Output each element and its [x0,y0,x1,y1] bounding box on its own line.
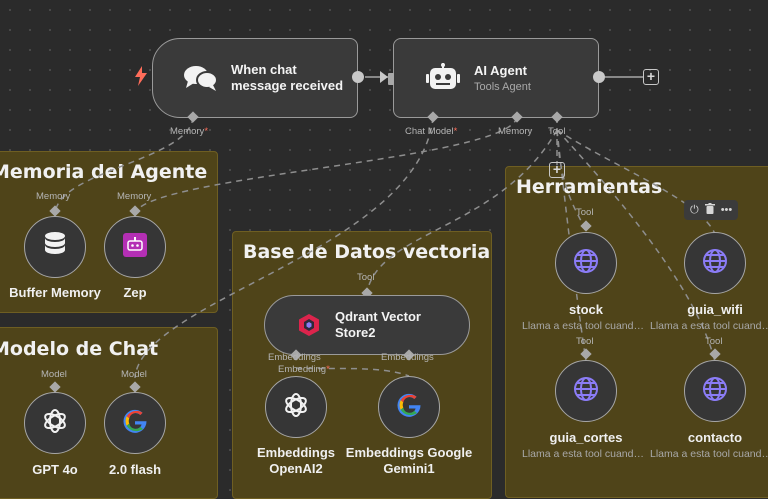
contacto-desc: Llama a esta tool cuand… [650,448,768,460]
embeddings-google-label: Embeddings Google Gemini1 [345,445,473,476]
vector-tool-port-label: Tool [357,272,375,283]
more-icon[interactable]: ••• [720,204,733,216]
embeddings-openai-label: Embeddings OpenAI2 [256,445,335,476]
stock-tool-port-label: Tool [576,207,594,218]
contacto-node[interactable] [684,360,746,422]
qdrant-icon [299,314,319,336]
ai-agent-text: AI Agent Tools Agent [474,63,531,93]
wire-tool-wifi [556,129,716,235]
contacto-label: contacto [687,430,743,445]
stock-label: stock [569,302,603,317]
embeddings-openai-node[interactable] [265,376,327,438]
vector-embedding-label: Embedding* [278,364,330,375]
google-icon [122,408,148,439]
embeddings-google-node[interactable] [378,376,440,438]
ai-agent-title: AI Agent [474,63,527,78]
sticky-base-datos[interactable]: Base de Datos vectorial [232,231,492,499]
trigger-memory-label: Memory* [170,126,209,137]
openai-icon [41,407,69,440]
guia-cortes-node[interactable] [555,360,617,422]
tool-add-button[interactable]: + [549,162,565,178]
agent-tool-label: Tool [548,126,566,137]
agent-input-port[interactable] [388,73,394,85]
cortes-tool-port-label: Tool [576,336,594,347]
globe-icon [702,376,728,407]
globe-icon [702,248,728,279]
ai-agent-subtitle: Tools Agent [474,81,531,93]
gpt4o-node[interactable] [24,392,86,454]
globe-icon [573,376,599,407]
flash-node[interactable] [104,392,166,454]
zep-port-label: Memory [117,191,152,202]
guia-wifi-label: guia_wifi [687,302,743,317]
guia-wifi-node[interactable] [684,232,746,294]
vector-embeddings-right-label: Embeddings [381,352,434,363]
zep-node[interactable] [104,216,166,278]
qdrant-vector-node[interactable]: Qdrant Vector Store2 [264,295,470,355]
sticky-memoria-title: Memoria del Agente [0,161,208,183]
contacto-tool-port-label: Tool [705,336,723,347]
sticky-base-title: Base de Datos vectorial [243,241,492,263]
buffer-memory-label: Buffer Memory [9,285,101,300]
stock-desc: Llama a esta tool cuand… [522,320,644,332]
robot-icon [426,63,460,93]
chat-bubbles-icon [183,63,219,93]
flash-port-label: Model [121,369,147,380]
trigger-node[interactable]: When chat message received [152,38,358,118]
wire-tool-contacto [556,129,716,363]
agent-memory-label: Memory [498,126,533,137]
guia-wifi-desc: Llama a esta tool cuand… [650,320,768,332]
agent-chat-model-label: Chat Model* [405,126,458,137]
power-icon[interactable]: ⏻ [690,203,699,216]
vector-embeddings-label: Embeddings [268,352,321,363]
guia-cortes-desc: Llama a esta tool cuand… [522,448,644,460]
agent-output-port[interactable] [593,71,605,83]
wire-tool-vector [366,129,558,293]
flash-label: 2.0 flash [108,462,162,477]
ai-agent-node[interactable]: AI Agent Tools Agent [393,38,599,118]
qdrant-title: Qdrant Vector Store2 [335,309,421,340]
sticky-herramientas[interactable]: Herramientas [505,166,768,498]
zep-icon [123,232,147,262]
agent-add-node-button[interactable]: + [643,69,659,85]
buffer-memory-node[interactable] [24,216,86,278]
wire-memory-buffer [54,116,194,214]
lightning-icon [134,66,148,91]
openai-icon [282,391,310,424]
database-icon [43,231,67,263]
trash-icon[interactable] [704,203,715,217]
gpt4o-label: GPT 4o [32,462,78,477]
sticky-modelo-title: Modelo de Chat [0,338,159,360]
gpt4o-port-label: Model [41,369,67,380]
wire-embedding-google [295,367,410,377]
trigger-output-port[interactable] [352,71,364,83]
wire-model-flash [134,116,434,379]
wire-tool-stock [556,129,587,235]
zep-label: Zep [123,285,147,300]
trigger-title: When chat message received [231,62,344,93]
buffer-memory-port-label: Memory [36,191,71,202]
node-toolbar: ⏻ ••• [684,200,739,220]
sticky-herramientas-title: Herramientas [516,176,663,198]
google-icon [396,392,422,423]
globe-icon [573,248,599,279]
wire-memory-zep [134,116,518,214]
guia-cortes-label: guia_cortes [549,430,623,445]
stock-node[interactable] [555,232,617,294]
